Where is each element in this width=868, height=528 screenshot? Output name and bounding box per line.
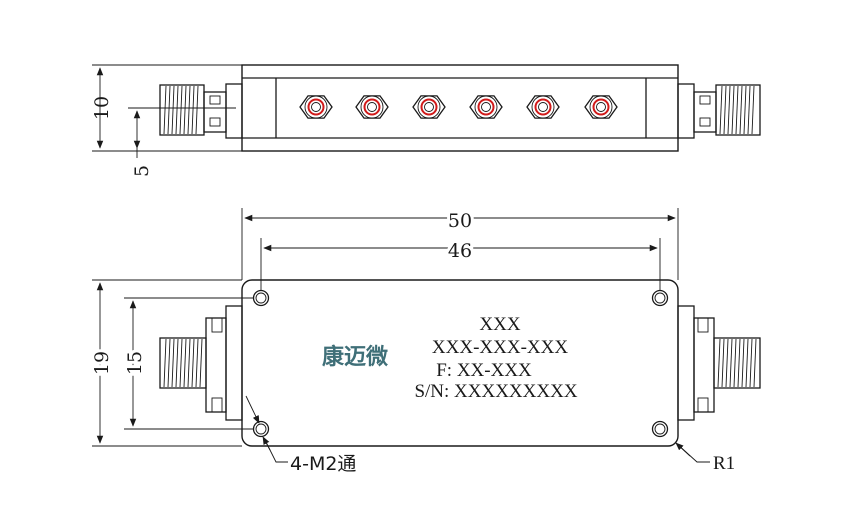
tuning-screw: [469, 95, 503, 119]
dim-text-10: 10: [91, 96, 113, 120]
front-view: 康迈微 XXX XXX-XXX-XXX F: XX-XXX S/N: XXXXX…: [88, 207, 761, 475]
callout-radius: R1: [675, 442, 735, 474]
dim-text-5: 5: [131, 165, 153, 177]
dim-hole-spacing: 46: [260, 237, 661, 290]
dim-text-19: 19: [91, 351, 113, 375]
left-connector: [159, 83, 243, 139]
label-line-3: F: XX-XXX: [436, 360, 532, 381]
dim-text-50: 50: [448, 210, 472, 232]
holes-callout-text: 4-M2通: [290, 453, 356, 475]
right-connector: [677, 83, 761, 139]
tuning-screw: [526, 95, 560, 119]
mounting-hole: [651, 420, 669, 438]
radius-callout-text: R1: [713, 453, 735, 474]
callout-holes: 4-M2通: [245, 395, 356, 475]
label-line-4: S/N: XXXXXXXXX: [414, 381, 577, 402]
dim-text-46: 46: [448, 240, 472, 262]
top-view: 10 5: [91, 64, 761, 177]
dim-hole-height: 15: [121, 297, 254, 430]
dim-top-view-height: 10: [91, 64, 242, 152]
label-line-2: XXX-XXX-XXX: [432, 337, 568, 358]
tuning-screw: [584, 95, 618, 119]
tuning-screw: [299, 95, 333, 119]
tuning-screw: [355, 95, 389, 119]
tuning-screws: [299, 95, 618, 119]
label-line-1: XXX: [479, 314, 520, 335]
mounting-hole: [651, 289, 669, 307]
tuning-screw: [412, 95, 446, 119]
dim-connector-offset: 5: [128, 107, 236, 177]
dim-text-15: 15: [124, 351, 146, 375]
dim-length: 50: [241, 207, 679, 280]
front-right-connector: [677, 305, 761, 421]
dim-front-height: 19: [88, 279, 242, 447]
company-logo: 康迈微: [322, 344, 388, 370]
front-left-connector: [159, 305, 243, 421]
